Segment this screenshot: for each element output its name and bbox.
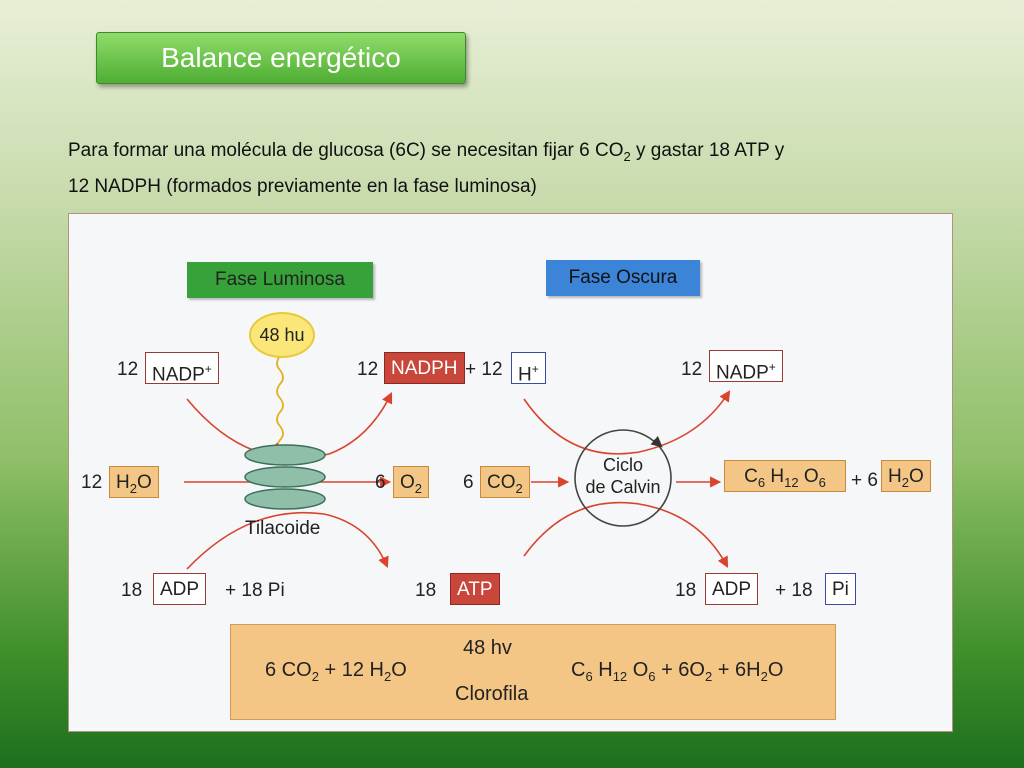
dark-h2o-a: H	[888, 466, 902, 487]
eq-right-sub1: 6	[585, 669, 593, 684]
calvin-line1: Ciclo	[602, 455, 643, 475]
glucose-c-sub: 6	[757, 474, 766, 490]
dark-nadp-coef: 12	[681, 359, 703, 380]
eq-right-sub4: 2	[705, 669, 713, 684]
dark-h2o-b: O	[908, 466, 924, 487]
glucose-h: H	[765, 466, 785, 487]
equation-products: C6 H12 O6 + 6O2 + 6H2O	[571, 659, 783, 684]
glucose-o: O	[798, 466, 819, 487]
dark-adp-coef: 18	[675, 580, 697, 601]
slide-title: Balance energético	[96, 32, 466, 84]
dark-phase-text: Fase Oscura	[568, 267, 678, 288]
dark-co2-coef: 6	[463, 472, 474, 493]
intro-line1-after: y gastar 18 ATP y	[630, 140, 785, 161]
photon-wave	[268, 355, 284, 456]
glucose-box: C6 H12 O6	[724, 460, 846, 492]
dark-plus-6: + 6	[851, 470, 878, 491]
glucose-h-sub: 12	[784, 474, 799, 490]
eq-left-a: 6 CO	[265, 659, 312, 681]
eq-right-sub3: 6	[648, 669, 656, 684]
dark-h2o-box: H2O	[881, 460, 931, 492]
dark-adp-box: ADP	[705, 573, 759, 605]
calvin-cycle-arrowhead	[650, 435, 663, 448]
light-h-text: H	[518, 364, 532, 386]
dark-plus-18: + 18	[775, 580, 813, 601]
eq-left-sub1: 2	[311, 669, 319, 684]
eq-left-sub2: 2	[383, 669, 392, 684]
eq-right-c: O	[627, 659, 649, 681]
dark-co2-a: CO	[487, 472, 516, 493]
intro-line2: 12 NADPH (formados previamente en la fas…	[68, 175, 537, 197]
thylakoid-disc-2	[244, 466, 326, 488]
light-h2o-box: H2O	[109, 466, 159, 498]
thylakoid-label: Tilacoide	[245, 518, 321, 539]
eq-right-sub5: 2	[760, 669, 768, 684]
thylakoid-disc-3	[244, 488, 326, 510]
photosynthesis-diagram: Fase Luminosa Fase Oscura 48 hu 12 NADP+…	[68, 213, 953, 732]
light-atp-coef: 18	[415, 580, 437, 601]
light-h-sup: +	[531, 362, 539, 376]
light-o2-a: O	[400, 472, 415, 493]
global-equation-box: 6 CO2 + 12 H2O 48 hv Clorofila C6 H12 O6…	[230, 624, 836, 720]
calvin-cycle-label: Ciclo de Calvin	[572, 454, 674, 498]
dark-h2o-sub: 2	[901, 474, 909, 490]
eq-right-e: + 6H	[712, 659, 761, 681]
light-o2-sub: 2	[414, 480, 423, 496]
eq-left-b: + 12 H	[318, 659, 384, 681]
light-phase-label: Fase Luminosa	[187, 262, 373, 298]
light-h2o-coef: 12	[81, 472, 103, 493]
light-nadp-text: NADP	[152, 364, 205, 386]
dark-co2-sub: 2	[515, 480, 523, 496]
light-nadp-sup: +	[204, 362, 212, 376]
diagram-arrows	[184, 355, 731, 678]
light-phase-text: Fase Luminosa	[215, 269, 345, 290]
calvin-cycle-circle	[574, 429, 672, 527]
intro-line1-before: Para formar una molécula de glucosa (6C)…	[68, 140, 624, 161]
dark-co2-box: CO2	[480, 466, 530, 498]
equation-catalyst: Clorofila	[455, 683, 529, 705]
eq-right-b: H	[592, 659, 613, 681]
eq-right-d: + 6O	[655, 659, 705, 681]
light-nadp-box: NADP+	[145, 352, 219, 386]
arrow-atp-to-adp	[523, 501, 729, 568]
light-nadp-coef: 12	[117, 359, 139, 380]
light-adp-coef: 18	[121, 580, 143, 601]
thylakoid-disc-1	[244, 444, 326, 466]
dark-phase-label: Fase Oscura	[546, 260, 700, 296]
light-plus-h: + 12	[465, 359, 503, 380]
light-h-box: H+	[511, 352, 546, 386]
glucose-c: C	[744, 466, 758, 487]
eq-right-sub2: 12	[612, 669, 628, 684]
eq-left-c: O	[391, 659, 407, 681]
intro-line1-sub: 2	[623, 148, 631, 164]
dark-nadp-box: NADP+	[709, 350, 783, 384]
light-h2o-a: H	[116, 472, 130, 493]
calvin-line2: de Calvin	[585, 477, 661, 497]
dark-nadp-sup: +	[768, 360, 776, 374]
dark-nadp-text: NADP	[716, 362, 769, 384]
photon-sun-icon: 48 hu	[249, 312, 315, 358]
equation-reactants: 6 CO2 + 12 H2O	[265, 659, 407, 684]
eq-right-f: O	[767, 659, 784, 681]
intro-text: Para formar una molécula de glucosa (6C)…	[68, 136, 968, 202]
light-o2-coef: 6	[375, 472, 386, 493]
arrow-adp-to-atp	[186, 511, 389, 570]
equation-energy: 48 hv	[463, 637, 512, 659]
eq-right-a: C	[571, 659, 586, 681]
light-atp-box: ATP	[450, 573, 500, 605]
glucose-o-sub: 6	[818, 474, 826, 490]
arrow-nadph-to-nadp	[523, 390, 731, 455]
light-nadph-box: NADPH	[384, 352, 465, 384]
light-h2o-sub: 2	[129, 480, 137, 496]
light-o2-box: O2	[393, 466, 430, 498]
light-adp-box: ADP	[153, 573, 207, 605]
light-plus-pi: + 18 Pi	[225, 580, 285, 601]
light-h2o-b: O	[136, 472, 152, 493]
light-nadph-coef: 12	[357, 359, 379, 380]
dark-pi-box: Pi	[825, 573, 856, 605]
